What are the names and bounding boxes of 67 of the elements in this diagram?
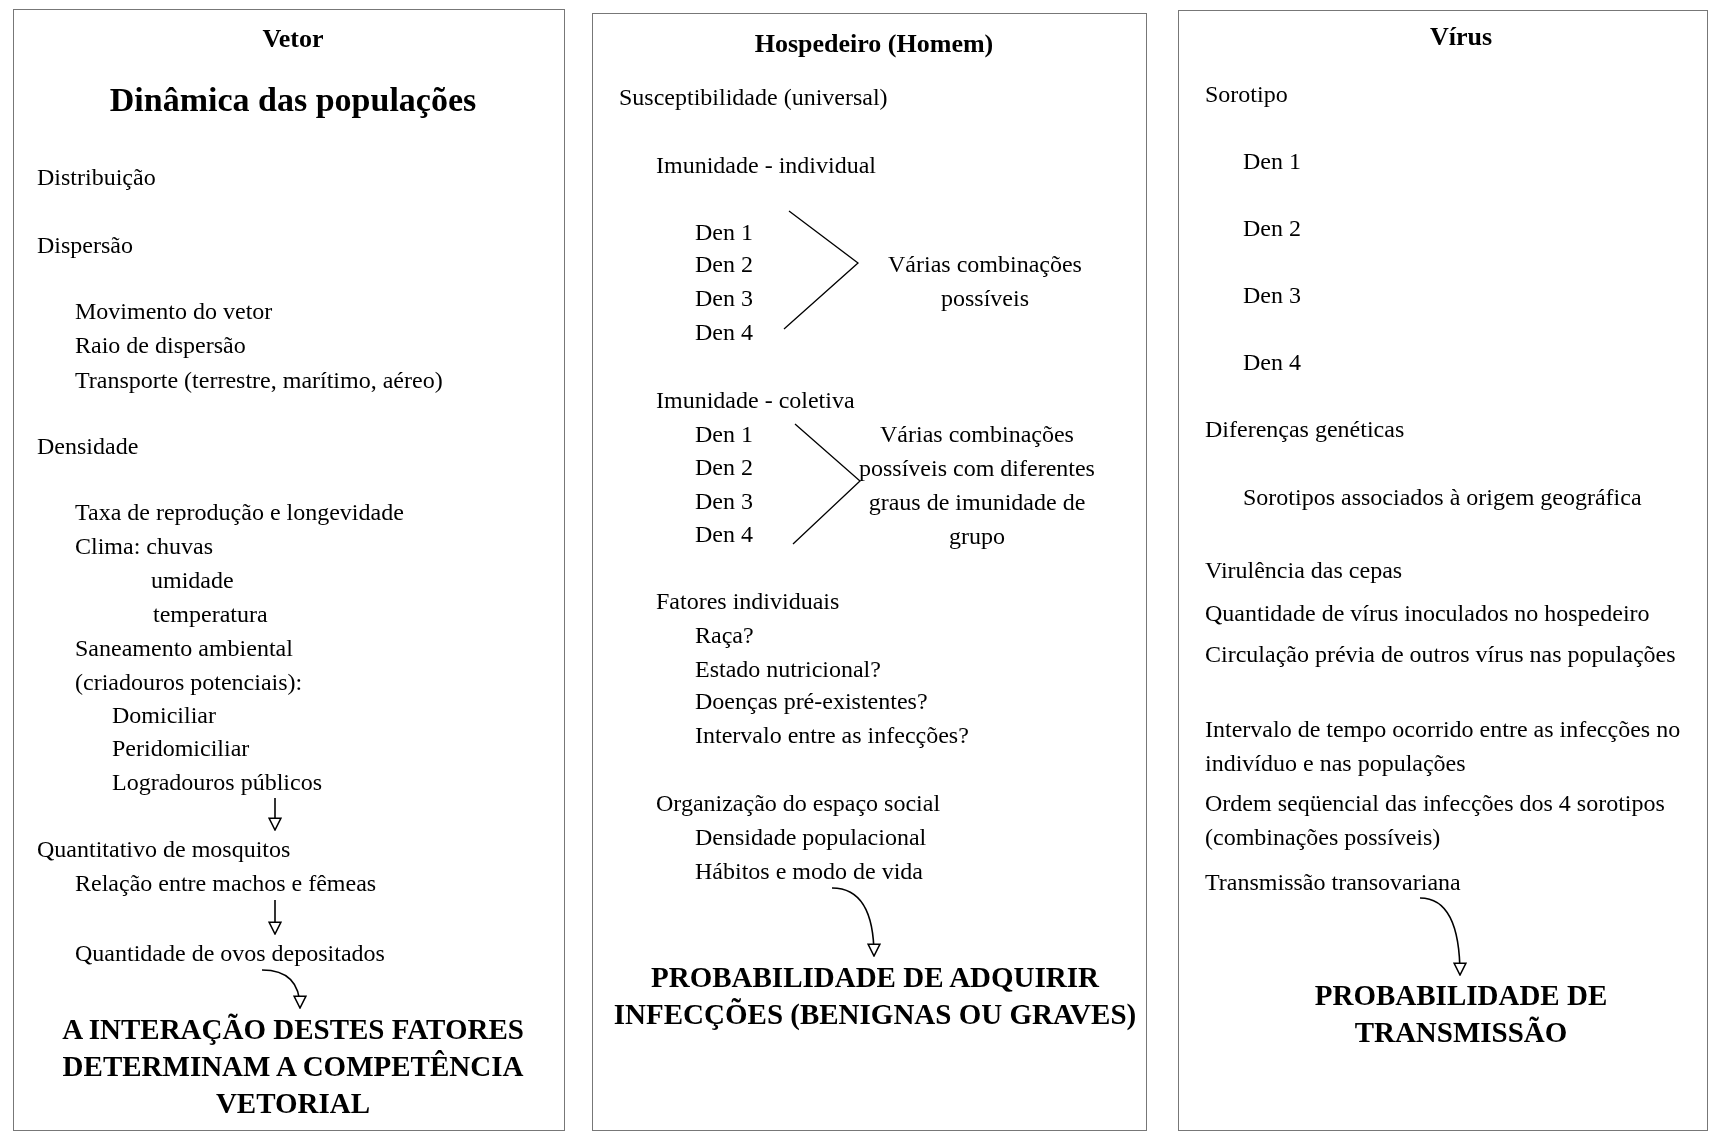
text-line: Den 4: [1243, 348, 1301, 377]
text-line: Clima: chuvas: [75, 532, 213, 561]
panel-heading: Dinâmica das populações: [108, 80, 478, 120]
text-line: umidade: [151, 566, 234, 595]
conclusion-text: PROBABILIDADE DE TRANSMISSÃO: [1313, 977, 1609, 1050]
conclusion-text: A INTERAÇÃO DESTES FATORES DETERMINAM A COMPETÊNCIA VETORIAL: [61, 1011, 525, 1121]
text-line: Várias combinações possíveis com diferentes graus de imunidade de grupo: [858, 420, 1096, 551]
text-line: Distribuição: [37, 163, 156, 192]
text-line: Organização do espaço social: [656, 789, 941, 818]
conclusion-text: PROBABILIDADE DE ADQUIRIR INFECÇÕES (BENIGNAS OU GRAVES): [612, 959, 1138, 1032]
text-line: Virulência das cepas: [1205, 556, 1403, 585]
text-line: Den 3: [1243, 281, 1301, 310]
text-line: Relação entre machos e fêmeas: [75, 869, 377, 898]
text-line: Quantitativo de mosquitos: [37, 835, 291, 864]
text-line: Quantidade de ovos depositados: [75, 939, 385, 968]
text-line: Diferenças genéticas: [1205, 415, 1405, 444]
text-line: Taxa de reprodução e longevidade: [75, 498, 404, 527]
text-line: Movimento do vetor: [75, 297, 273, 326]
text-line: (criadouros potenciais):: [75, 668, 303, 697]
text-line: Transporte (terrestre, marítimo, aéreo): [75, 366, 443, 395]
text-line: Sorotipos associados à origem geográfica: [1243, 483, 1642, 512]
text-line: Circulação prévia de outros vírus nas populações: [1205, 640, 1677, 669]
text-line: Den 2: [695, 453, 753, 482]
text-line: Dispersão: [37, 231, 133, 260]
text-line: Den 3: [695, 284, 753, 313]
text-line: Peridomiciliar: [112, 734, 250, 763]
column-panel: [13, 9, 565, 1131]
text-line: Intervalo de tempo ocorrido entre as infecções no indivíduo e nas populações: [1205, 715, 1682, 778]
text-line: Densidade populacional: [695, 823, 927, 852]
text-line: Den 4: [695, 520, 753, 549]
column-title: Hospedeiro (Homem): [753, 28, 995, 60]
text-line: Domiciliar: [112, 701, 216, 730]
text-line: Den 2: [1243, 214, 1301, 243]
text-line: Den 3: [695, 487, 753, 516]
curved-arrow: [1419, 897, 1467, 976]
text-line: Raça?: [695, 621, 754, 650]
text-line: Logradouros públicos: [112, 768, 322, 797]
text-line: temperatura: [153, 600, 268, 629]
arrow: [268, 899, 282, 935]
text-line: Hábitos e modo de vida: [695, 857, 923, 886]
text-line: Den 1: [695, 218, 753, 247]
text-line: Várias combinações possíveis: [887, 250, 1083, 313]
text-line: Estado nutricional?: [695, 655, 881, 684]
text-line: Raio de dispersão: [75, 331, 246, 360]
text-line: Den 2: [695, 250, 753, 279]
text-line: Intervalo entre as infecções?: [695, 721, 969, 750]
text-line: Imunidade - coletiva: [656, 386, 855, 415]
text-line: Imunidade - individual: [656, 151, 876, 180]
curved-arrow: [831, 887, 881, 957]
text-line: Susceptibilidade (universal): [619, 83, 888, 112]
text-line: Densidade: [37, 432, 139, 461]
curved-arrow: [261, 969, 307, 1009]
text-line: Sorotipo: [1205, 80, 1288, 109]
text-line: Den 1: [695, 420, 753, 449]
text-line: Den 4: [695, 318, 753, 347]
text-line: Saneamento ambiental: [75, 634, 293, 663]
arrow: [268, 797, 282, 831]
text-line: Doenças pré-existentes?: [695, 687, 928, 716]
column-panel: [1178, 10, 1708, 1131]
text-line: Quantidade de vírus inoculados no hospedeiro: [1205, 599, 1650, 628]
column-title: Vírus: [1428, 21, 1494, 53]
text-line: Den 1: [1243, 147, 1301, 176]
text-line: Fatores individuais: [656, 587, 840, 616]
text-line: Ordem seqüencial das infecções dos 4 sorotipos (combinações possíveis): [1205, 789, 1666, 852]
column-panel: [592, 13, 1147, 1131]
text-line: Transmissão transovariana: [1205, 868, 1461, 897]
column-title: Vetor: [261, 23, 325, 55]
